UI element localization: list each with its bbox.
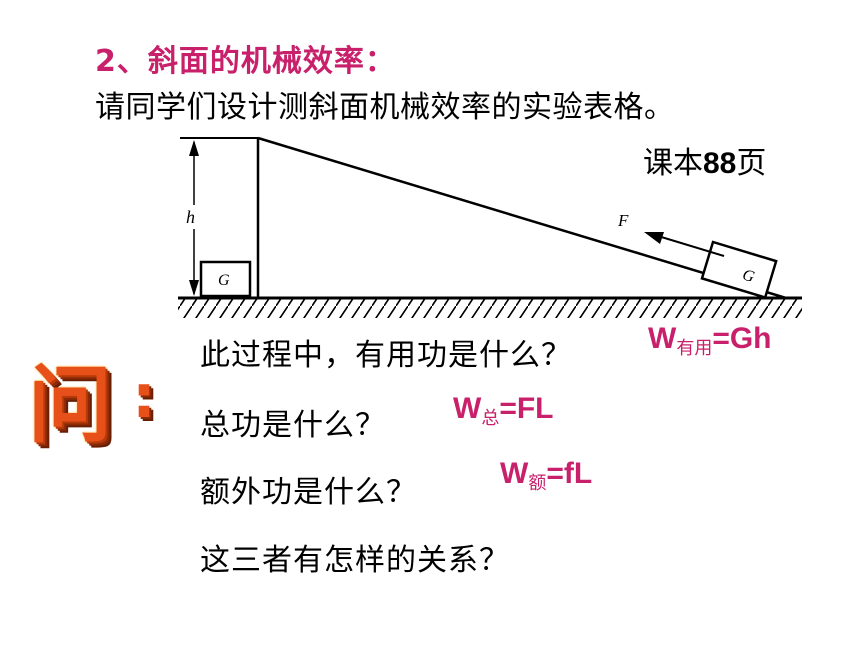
- page-ref-number: 88: [703, 147, 737, 180]
- answer-1-main: W: [648, 322, 677, 355]
- ask-glyph: 问: [28, 356, 113, 454]
- height-arrow-top: [189, 140, 199, 156]
- height-label: h: [186, 207, 195, 227]
- answer-2-rest: =FL: [499, 392, 554, 425]
- block-slope: G: [700, 240, 778, 300]
- block-bottom: [199, 260, 252, 298]
- height-label-bg: [180, 205, 202, 229]
- answer-3: W额=fL: [500, 457, 592, 495]
- force-label: F: [617, 211, 629, 230]
- ask-colon: :: [132, 362, 156, 432]
- answer-2-main: W: [453, 392, 482, 425]
- question-3: 额外功是什么？: [200, 475, 417, 510]
- answer-3-sub: 额: [528, 473, 547, 493]
- slide-heading: 2、斜面的机械效率：: [95, 44, 396, 79]
- force-arrow-head: [644, 232, 664, 244]
- question-2: 总功是什么？: [200, 408, 386, 443]
- force-arrow-line: [657, 235, 725, 257]
- answer-2: W总=FL: [453, 392, 554, 430]
- answer-3-main: W: [500, 457, 529, 490]
- question-4: 这三者有怎样的关系？: [200, 543, 510, 578]
- page-ref-prefix: 课本: [643, 146, 703, 181]
- answer-1-rest: =Gh: [712, 322, 772, 355]
- block-slope-label: G: [740, 266, 756, 286]
- page-reference: 课本88页: [643, 138, 766, 182]
- page-ref-suffix: 页: [736, 146, 767, 181]
- slide-subheading: 请同学们设计测斜面机械效率的实验表格。: [95, 90, 675, 125]
- height-arrow-bottom: [189, 280, 199, 296]
- question-1: 此过程中，有用功是什么？: [200, 338, 572, 373]
- answer-1-sub: 有用: [676, 338, 713, 358]
- incline-slope: [257, 136, 787, 300]
- block-bottom-label: G: [218, 272, 230, 289]
- ground-hatching: [178, 298, 802, 318]
- answer-2-sub: 总: [481, 408, 500, 428]
- answer-1: W有用=Gh: [648, 322, 772, 360]
- answer-3-rest: =fL: [546, 457, 593, 490]
